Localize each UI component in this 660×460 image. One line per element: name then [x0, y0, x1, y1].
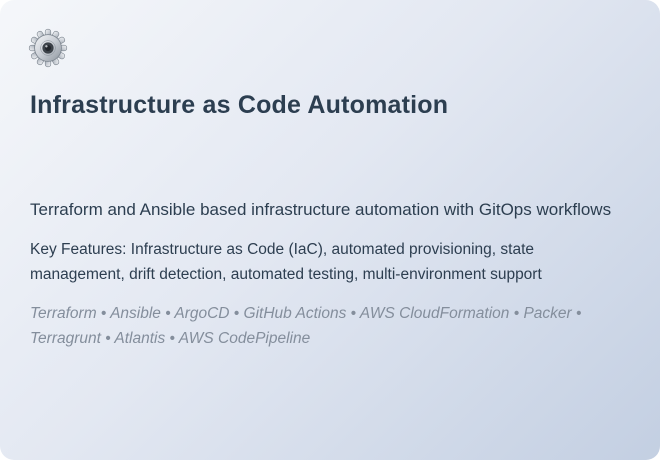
description-text: Terraform and Ansible based infrastructu… [30, 200, 612, 219]
key-features-text: Key Features: Infrastructure as Code (Ia… [30, 241, 542, 283]
gear-icon [28, 28, 68, 68]
page-title: Infrastructure as Code Automation [30, 91, 449, 119]
technologies-text: Terraform • Ansible • ArgoCD • GitHub Ac… [30, 305, 582, 347]
